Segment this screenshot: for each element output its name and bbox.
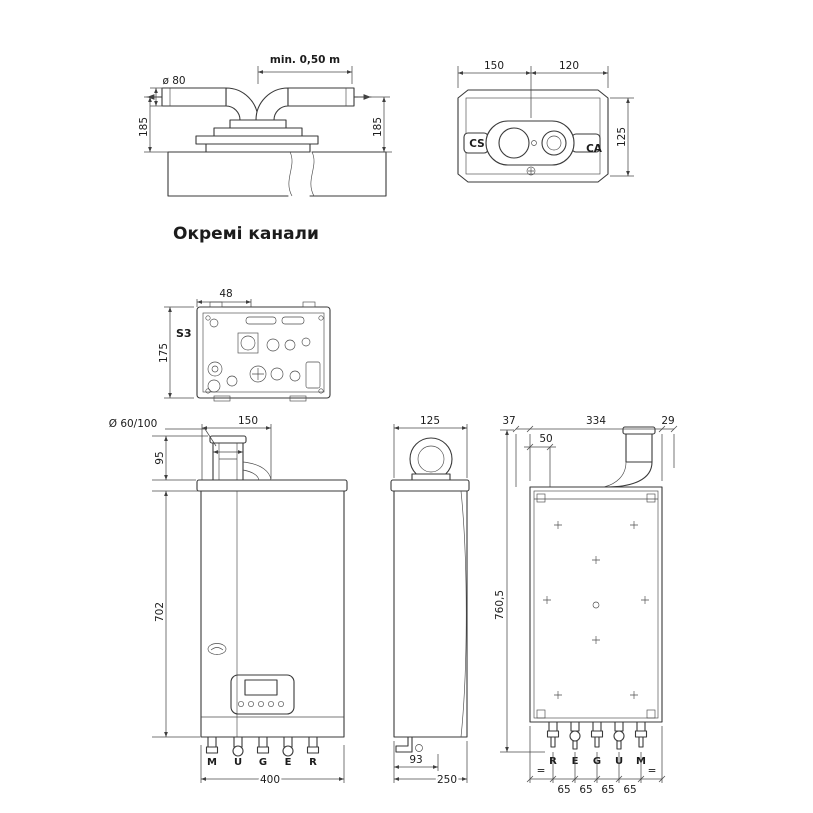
label-s3: S3 <box>176 327 192 340</box>
section-title: Окремі канали <box>173 224 319 244</box>
port-label-r: R <box>309 757 317 768</box>
dim-adapter-125: 125 <box>616 127 628 147</box>
label-outlet-cs: CS <box>469 138 484 150</box>
dim-rear-65-1: 65 <box>557 784 570 796</box>
dim-rear-760: 760,5 <box>494 590 506 620</box>
dim-rear-37: 37 <box>502 415 515 427</box>
dim-top-48: 48 <box>219 288 232 300</box>
dim-rear-334: 334 <box>586 415 606 427</box>
flue-adapter-top-view: CS CA 150 120 125 <box>457 60 634 183</box>
dim-rear-50: 50 <box>539 433 552 445</box>
port-label-m: M <box>207 757 217 768</box>
dim-front-150: 150 <box>238 415 258 427</box>
twin-flue-drawing: ø 80 min. 0,50 m 185 185 <box>138 54 392 197</box>
dim-front-702: 702 <box>154 602 166 622</box>
port-label-g: G <box>259 757 267 768</box>
dim-rear-equal-left: = <box>537 765 546 777</box>
dim-rear-29: 29 <box>661 415 674 427</box>
label-outlet-ca: CA <box>586 143 603 155</box>
dim-side-125: 125 <box>420 415 440 427</box>
boiler-side-view: 125 93 250 <box>390 415 470 788</box>
dim-front-95: 95 <box>154 451 166 464</box>
dim-flue-diameter: Ø 60/100 <box>109 418 158 430</box>
dim-rear-65-3: 65 <box>601 784 614 796</box>
boiler-rear-view: R E G U M 37 334 29 50 760,5 = <box>494 415 678 798</box>
dim-rear-65-4: 65 <box>623 784 636 796</box>
dim-min-distance: min. 0,50 m <box>270 54 340 66</box>
dim-pipe-diameter: ø 80 <box>162 75 185 87</box>
dim-adapter-150: 150 <box>484 60 504 72</box>
dim-front-400: 400 <box>260 774 280 786</box>
port-label-e: E <box>285 757 292 768</box>
boiler-front-view: M U G E R Ø 60/100 150 95 702 400 <box>109 415 348 788</box>
dim-height-left: 185 <box>138 117 150 137</box>
dim-height-right: 185 <box>372 117 384 137</box>
front-connection-pipes <box>205 736 320 757</box>
dim-side-93: 93 <box>409 754 422 766</box>
port-label-u: U <box>234 757 242 768</box>
dim-side-250: 250 <box>437 774 457 786</box>
boiler-top-view: 48 S3 175 <box>158 288 331 402</box>
dim-top-175: 175 <box>158 343 170 363</box>
dim-rear-65-2: 65 <box>579 784 592 796</box>
dim-adapter-120: 120 <box>559 60 579 72</box>
rear-connection-pipes <box>546 721 648 750</box>
dim-rear-equal-right: = <box>648 765 657 777</box>
